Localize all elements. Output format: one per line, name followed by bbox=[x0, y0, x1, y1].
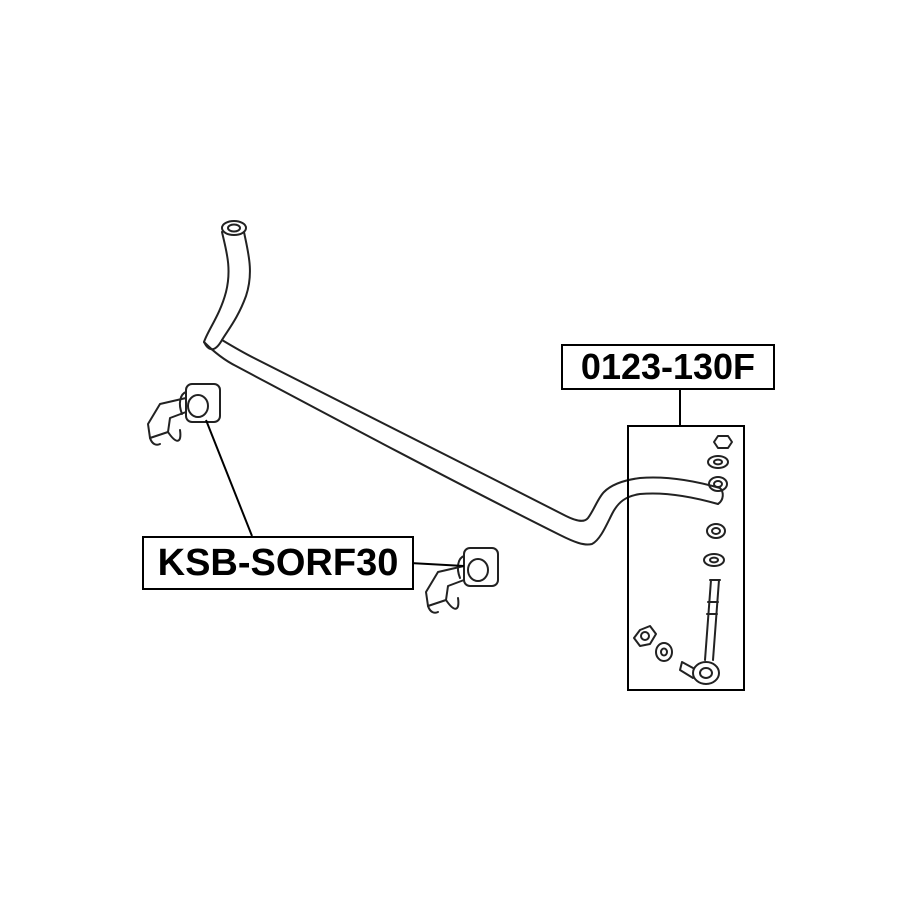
link-cushion-2 bbox=[706, 523, 726, 539]
link-washer-1 bbox=[707, 455, 729, 469]
link-group-frame bbox=[627, 425, 745, 691]
link-nut-top bbox=[713, 435, 733, 449]
bushing-leader-upper bbox=[205, 419, 253, 537]
stabilizer-bar bbox=[203, 220, 724, 546]
bushing-leaders bbox=[205, 419, 465, 567]
part-number-link-label: 0123-130F bbox=[561, 344, 775, 390]
link-cushion-1 bbox=[708, 476, 728, 492]
bushing-bracket-upper bbox=[147, 397, 187, 446]
link-callout bbox=[627, 386, 745, 691]
link-nut-lower bbox=[633, 625, 657, 647]
part-number-bushing-label: KSB-SORF30 bbox=[142, 536, 414, 590]
stabilizer-link-assembly bbox=[633, 435, 733, 685]
link-bolt bbox=[704, 579, 721, 661]
bushing-bracket-lower bbox=[425, 565, 465, 614]
link-washer-lower bbox=[655, 642, 673, 662]
link-ball-joint bbox=[679, 661, 720, 685]
link-washer-2 bbox=[703, 553, 725, 567]
bushing-leader-lower bbox=[409, 562, 465, 567]
